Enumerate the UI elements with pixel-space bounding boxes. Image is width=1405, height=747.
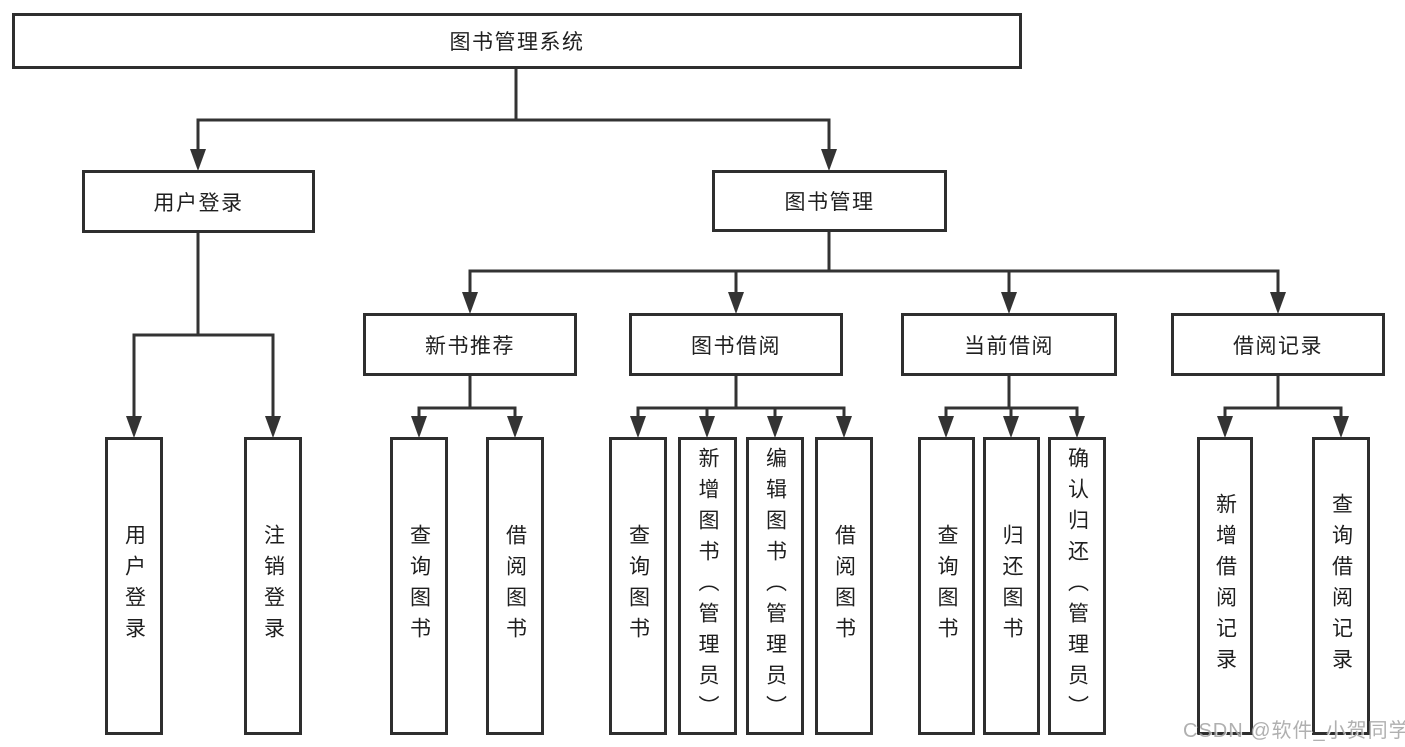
node-user-login-label: 用户登录 bbox=[153, 191, 244, 215]
leaf-add-borrow-record: 新增借阅记录 bbox=[1197, 437, 1253, 735]
node-book-borrow-label: 图书借阅 bbox=[691, 334, 781, 358]
leaf-logout: 注销登录 bbox=[244, 437, 302, 735]
leaf-confirm-return-admin-label: 确认归还（管理员） bbox=[1065, 446, 1089, 726]
leaf-borrow-books-borrow: 借阅图书 bbox=[815, 437, 873, 735]
leaf-user-login-label: 用户登录 bbox=[122, 524, 146, 648]
node-current-borrow: 当前借阅 bbox=[901, 313, 1117, 376]
leaf-add-book-admin-label: 新增图书（管理员） bbox=[696, 446, 719, 726]
leaf-edit-book-admin: 编辑图书（管理员） bbox=[746, 437, 804, 735]
leaf-query-borrow-record-label: 查询借阅记录 bbox=[1329, 493, 1353, 679]
leaf-query-books-recommend: 查询图书 bbox=[390, 437, 448, 735]
node-current-borrow-label: 当前借阅 bbox=[964, 334, 1054, 358]
watermark: CSDN @软件_小贺同学 bbox=[1183, 720, 1405, 742]
leaf-borrow-books-recommend: 借阅图书 bbox=[486, 437, 544, 735]
leaf-return-book: 归还图书 bbox=[983, 437, 1040, 735]
connector-level3-to-leaves bbox=[417, 374, 1343, 418]
leaf-edit-book-admin-label: 编辑图书（管理员） bbox=[763, 446, 787, 726]
leaf-borrow-books-borrow-label: 借阅图书 bbox=[832, 524, 856, 648]
leaf-logout-label: 注销登录 bbox=[261, 524, 285, 648]
node-book-borrow: 图书借阅 bbox=[629, 313, 843, 376]
leaf-user-login: 用户登录 bbox=[105, 437, 163, 735]
node-new-book-recommend: 新书推荐 bbox=[363, 313, 577, 376]
connector-user-login-to-leaves bbox=[132, 231, 275, 418]
leaf-confirm-return-admin: 确认归还（管理员） bbox=[1048, 437, 1106, 735]
node-borrow-records-label: 借阅记录 bbox=[1233, 334, 1323, 358]
leaf-query-books-borrow-label: 查询图书 bbox=[626, 524, 650, 648]
node-book-management: 图书管理 bbox=[712, 170, 947, 232]
node-book-management-label: 图书管理 bbox=[784, 191, 875, 214]
node-new-book-recommend-label: 新书推荐 bbox=[425, 334, 515, 358]
leaf-borrow-books-recommend-label: 借阅图书 bbox=[503, 524, 527, 648]
connector-book-management-to-level3 bbox=[468, 231, 1280, 294]
leaf-add-borrow-record-label: 新增借阅记录 bbox=[1213, 493, 1237, 679]
leaf-query-books-current-label: 查询图书 bbox=[935, 524, 958, 648]
node-user-login: 用户登录 bbox=[82, 170, 315, 233]
node-borrow-records: 借阅记录 bbox=[1171, 313, 1385, 376]
node-root-label: 图书管理系统 bbox=[449, 31, 585, 54]
leaf-add-book-admin: 新增图书（管理员） bbox=[678, 437, 737, 735]
leaf-return-book-label: 归还图书 bbox=[1000, 524, 1023, 648]
node-root: 图书管理系统 bbox=[12, 13, 1022, 69]
leaf-query-borrow-record: 查询借阅记录 bbox=[1312, 437, 1370, 735]
leaf-query-books-borrow: 查询图书 bbox=[609, 437, 667, 735]
leaf-query-books-current: 查询图书 bbox=[918, 437, 975, 735]
leaf-query-books-recommend-label: 查询图书 bbox=[407, 524, 431, 648]
connector-root-to-level2 bbox=[196, 67, 831, 152]
